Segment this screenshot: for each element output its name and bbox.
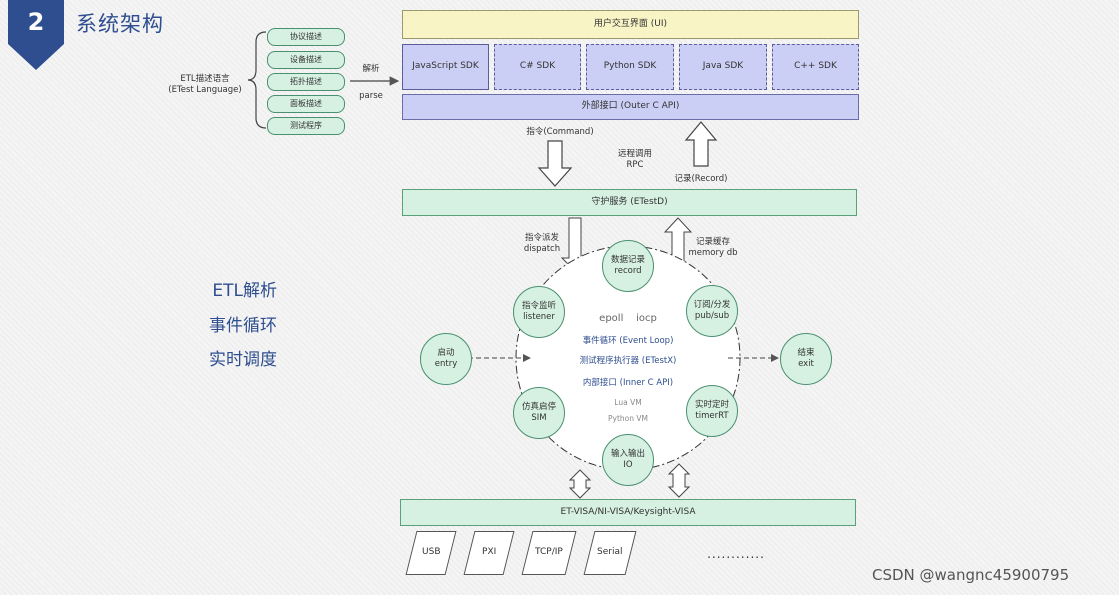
io-multiplexing: epoll iocp [568, 313, 688, 324]
node-record-cn: 数据记录 [610, 254, 645, 265]
node-listener-en: listener [523, 312, 555, 322]
node-listener-cn: 指令监听 [521, 300, 556, 311]
daemon-service: 守护服务 (ETestD) [402, 189, 857, 216]
rpc-label-cn: 远程调用 [617, 149, 652, 159]
sdk-javascript: JavaScript SDK [402, 44, 489, 90]
node-timer-cn: 实时定时 [694, 399, 729, 410]
rpc-label-en: RPC [626, 160, 644, 171]
node-io-cn: 输入输出 [610, 448, 645, 459]
record-arrow [684, 121, 718, 167]
node-sim-cn: 仿真启停 [521, 401, 556, 412]
bus-usb-label: USB [421, 547, 441, 558]
record-label: 记录(Record) [674, 174, 728, 184]
node-entry-en: entry [434, 359, 458, 369]
etl-label: ETL描述语言 (ETest Language) [160, 74, 250, 97]
parse-label-en: parse [359, 91, 383, 101]
etl-item-protocol[interactable]: 协议描述 [267, 28, 345, 46]
rpc-label: 远程调用 RPC [610, 149, 660, 172]
bus-tcpip-label: TCP/IP [535, 547, 563, 558]
etl-item-topology[interactable]: 拓扑描述 [267, 73, 345, 91]
event-loop-label: 事件循环 (Event Loop) [582, 336, 674, 346]
visa-layer: ET-VISA/NI-VISA/Keysight-VISA [400, 499, 856, 526]
section-badge [8, 0, 64, 70]
node-pubsub-en: pub/sub [694, 311, 730, 321]
sdk-cpp: C++ SDK [772, 44, 859, 90]
inner-api-label: 内部接口 (Inner C API) [582, 378, 674, 388]
bus-pxi-label: PXI [481, 547, 497, 558]
sdk-python: Python SDK [586, 44, 674, 90]
node-pubsub-cn: 订阅/分发 [693, 299, 731, 310]
node-io-en: IO [623, 460, 633, 470]
dispatch-label: 指令派发 dispatch [520, 233, 564, 256]
bus-ellipsis: ............ [707, 547, 765, 561]
dispatch-label-en: dispatch [523, 244, 561, 255]
dispatch-label-cn: 指令派发 [524, 233, 559, 243]
io-double-arrow-right [667, 463, 691, 498]
node-timer-en: timerRT [695, 411, 729, 421]
memorydb-label: 记录缓存 memory db [688, 237, 738, 260]
node-entry-cn: 启动 [437, 347, 455, 358]
memorydb-label-cn: 记录缓存 [695, 237, 730, 247]
section-title: 系统架构 [76, 12, 164, 36]
etl-item-panel[interactable]: 面板描述 [267, 95, 345, 113]
sdk-java: Java SDK [679, 44, 767, 90]
bus-serial-label: Serial [597, 547, 623, 558]
side-label-realtime: 实时调度 [209, 350, 277, 370]
ui-layer: 用户交互界面 (UI) [402, 10, 859, 39]
node-record-en: record [614, 266, 642, 276]
etl-label-cn: ETL描述语言 [180, 74, 230, 84]
side-label-etl-parse: ETL解析 [212, 281, 277, 301]
node-sim-en: SIM [531, 413, 547, 423]
sdk-csharp: C# SDK [494, 44, 581, 90]
executor-label: 测试程序执行器 (ETestX) [579, 356, 677, 366]
memorydb-arrow [663, 217, 693, 263]
lua-vm-label: Lua VM [614, 398, 642, 407]
section-number: 2 [27, 8, 45, 36]
command-arrow [537, 140, 573, 187]
python-vm-label: Python VM [608, 414, 648, 423]
etl-item-device[interactable]: 设备描述 [267, 51, 345, 69]
command-label: 指令(Command) [526, 127, 594, 137]
iocp-label: iocp [636, 313, 657, 324]
side-label-event-loop: 事件循环 [209, 316, 277, 336]
node-exit-cn: 结束 [797, 347, 815, 358]
watermark: CSDN @wangnc45900795 [872, 566, 1070, 584]
memorydb-label-en: memory db [688, 248, 738, 259]
node-exit-en: exit [798, 359, 814, 369]
outer-c-api: 外部接口 (Outer C API) [402, 94, 859, 120]
epoll-label: epoll [599, 313, 624, 324]
etl-item-test-program[interactable]: 测试程序 [267, 117, 345, 135]
io-double-arrow-left [568, 469, 592, 499]
etl-brace [247, 31, 267, 129]
parse-label-cn: 解析 [362, 64, 380, 74]
etl-label-en: (ETest Language) [168, 85, 242, 96]
